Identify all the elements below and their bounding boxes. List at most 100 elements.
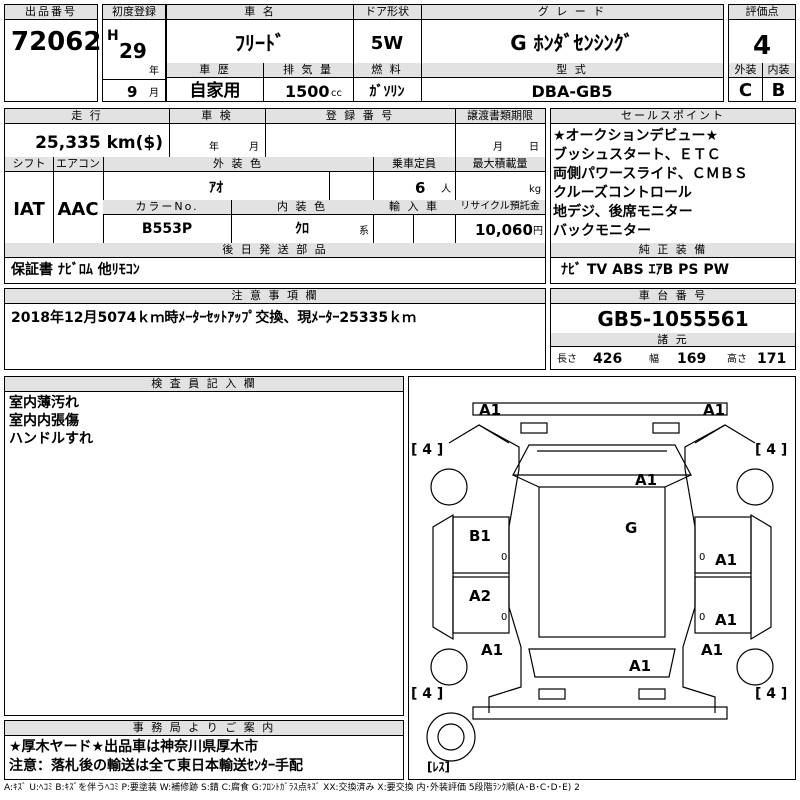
sales-point: クルーズコントロール: [553, 185, 692, 201]
details-box: 走 行 車 検 登 録 番 号 譲渡書類期限 25,335 km($) 年 月 …: [4, 108, 546, 284]
mark-hood: A1: [635, 471, 658, 489]
sales-point: ブッシュスタート、ＥＴＣ: [553, 147, 721, 163]
inspector-box: 検 査 員 記 入 欄 室内薄汚れ 室内内張傷 ハンドルすれ: [4, 376, 404, 716]
interior-score: B: [771, 80, 786, 101]
later-parts: 保証書 ﾅﾋﾞﾛﾑ 他ﾘﾓｺﾝ: [11, 262, 140, 278]
registration-number-header: 登 録 番 号: [265, 109, 455, 124]
sales-points-box: セールスポイント ★オークションデビュー★ ブッシュスタート、ＥＴＣ 両側パワー…: [550, 108, 796, 284]
interior-score-header: 内装: [762, 63, 795, 78]
overall-score: 4: [752, 31, 772, 61]
transfer-day-unit: 日: [529, 142, 539, 153]
sales-point: 両側パワースライド、ＣＭＢＳ: [553, 166, 748, 182]
shift-type: IAT: [13, 199, 45, 220]
height-label: 高さ: [727, 354, 747, 365]
sales-point: ★オークションデビュー★: [553, 128, 719, 144]
tire-front-left-label: [ 4 ]: [411, 442, 444, 458]
chassis-header: 車 台 番 号: [551, 289, 795, 304]
later-parts-header: 後 日 発 送 部 品: [5, 243, 545, 258]
office-box: 事 務 局 よ り ご 案 内 ★厚木ヤード★出品車は神奈川県厚木市 注意：落札…: [4, 720, 404, 780]
door-zero-mark: 0: [699, 612, 706, 623]
sales-points-header: セールスポイント: [551, 109, 795, 124]
office-header: 事 務 局 よ り ご 案 内: [5, 721, 403, 736]
mark-left-rear-door: A2: [469, 587, 492, 605]
recycle-header: リサイクル預託金: [455, 200, 545, 215]
registration-month: 9: [127, 83, 138, 101]
inspection-header: 車 検: [169, 109, 265, 124]
exterior-color: ｱｵ: [209, 180, 223, 196]
inspector-note: ハンドルすれ: [9, 431, 93, 447]
grade-header: グ レ ー ド: [421, 5, 723, 20]
displacement: 1500: [285, 82, 330, 101]
interior-color-unit: 系: [359, 226, 369, 237]
mark-right-front-door: A1: [715, 551, 738, 569]
mileage-header: 走 行: [5, 109, 169, 124]
tire-rear-left-label: [ 4 ]: [411, 686, 444, 702]
car-diagram: [426, 402, 774, 762]
color-number: B553P: [141, 221, 193, 237]
mark-front-right: A1: [703, 401, 726, 419]
genuine-equipment-header: 純 正 装 備: [551, 243, 795, 258]
car-name: ﾌﾘｰﾄﾞ: [235, 31, 285, 55]
sales-point: 地デジ、後席モニター: [553, 204, 693, 220]
lot-number-header: 出品番号: [5, 5, 97, 20]
ac-type: AAC: [57, 199, 99, 220]
car-name-header: 車 名: [167, 5, 353, 20]
chassis-box: 車 台 番 号 GB5-1055561 諸 元 長さ 426 幅 169 高さ …: [550, 288, 796, 370]
length-value: 426: [593, 351, 623, 367]
capacity-header: 乗車定員: [373, 157, 455, 172]
inspection-year-unit: 年: [209, 142, 219, 153]
capacity-unit: 人: [441, 184, 451, 195]
mileage: 25,335 km($): [35, 133, 163, 153]
mark-front-left: A1: [479, 401, 502, 419]
width-label: 幅: [649, 354, 659, 365]
displacement-unit: cc: [331, 88, 342, 99]
door-zero-mark: 0: [501, 612, 508, 623]
era-letter: H: [107, 28, 119, 44]
door-zero-mark: 0: [699, 552, 706, 563]
color-number-header: カラーNo.: [103, 200, 231, 215]
mark-left-front-door: B1: [469, 527, 491, 545]
exterior-score: C: [738, 80, 753, 101]
displacement-header: 排 気 量: [263, 63, 353, 78]
capacity: 6: [415, 179, 426, 197]
grade: G ﾎﾝﾀﾞｾﾝｼﾝｸﾞ: [510, 31, 634, 55]
history-header: 車 歴: [167, 63, 263, 78]
transfer-month-unit: 月: [493, 142, 503, 153]
inspector-note: 室内薄汚れ: [9, 395, 79, 411]
score-box: 評価点 4 外装 内装 C B: [728, 4, 796, 102]
office-note: ★厚木ヤード★出品車は神奈川県厚木市: [9, 739, 259, 755]
genuine-equipment: ﾅﾋﾞ TV ABS ｴｱB PS PW: [561, 262, 730, 278]
lot-number: 72062: [11, 27, 102, 57]
first-registration-box: 初度登録 H 29 年 9 月: [102, 4, 166, 102]
mark-roof: G: [625, 519, 638, 537]
load-unit: kg: [529, 184, 542, 195]
ext-color-header: 外 装 色: [103, 157, 373, 172]
shift-header: シフト: [5, 157, 53, 172]
spare-tire-label: [ﾚｽ]: [427, 760, 450, 774]
import-header: 輸 入 車: [373, 200, 455, 215]
door-header: ドア形状: [353, 5, 421, 20]
legend-text: A:ｷｽﾞ U:ﾍｺﾐ B:ｷｽﾞを伴うﾍｺﾐ P:要塗装 W:補修跡 S:錆 …: [4, 783, 580, 793]
recycle-fee: 10,060: [475, 221, 533, 239]
fuel-type: ｶﾞｿﾘﾝ: [369, 84, 405, 100]
lot-number-box: 出品番号 72062: [4, 4, 102, 102]
length-label: 長さ: [557, 354, 577, 365]
first-registration-header: 初度登録: [103, 5, 165, 20]
mark-right-rear-door: A1: [715, 611, 738, 629]
year-unit: 年: [149, 66, 159, 77]
score-header: 評価点: [729, 5, 795, 20]
model-header: 型 式: [421, 63, 723, 78]
interior-color-header: 内 装 色: [231, 200, 373, 215]
damage-diagram-box: [ 4 ] [ 4 ] [ 4 ] [ 4 ] A1 A1 A1 G B1 A2…: [408, 376, 796, 780]
transfer-deadline-header: 譲渡書類期限: [455, 109, 545, 124]
mark-rear-glass: A1: [629, 657, 652, 675]
notes-box: 注 意 事 項 欄 2018年12月5074ｋｍ時ﾒｰﾀｰｾｯﾄｱｯﾌﾟ交換、現…: [4, 288, 546, 370]
load-header: 最大積載量: [455, 157, 545, 172]
dimensions-header: 諸 元: [551, 333, 795, 347]
inspection-month-unit: 月: [249, 142, 259, 153]
exterior-score-header: 外装: [729, 63, 762, 78]
interior-color: ｸﾛ: [295, 221, 309, 237]
mark-left-quarter: A1: [481, 641, 504, 659]
width-value: 169: [677, 351, 707, 367]
month-unit: 月: [149, 88, 159, 99]
